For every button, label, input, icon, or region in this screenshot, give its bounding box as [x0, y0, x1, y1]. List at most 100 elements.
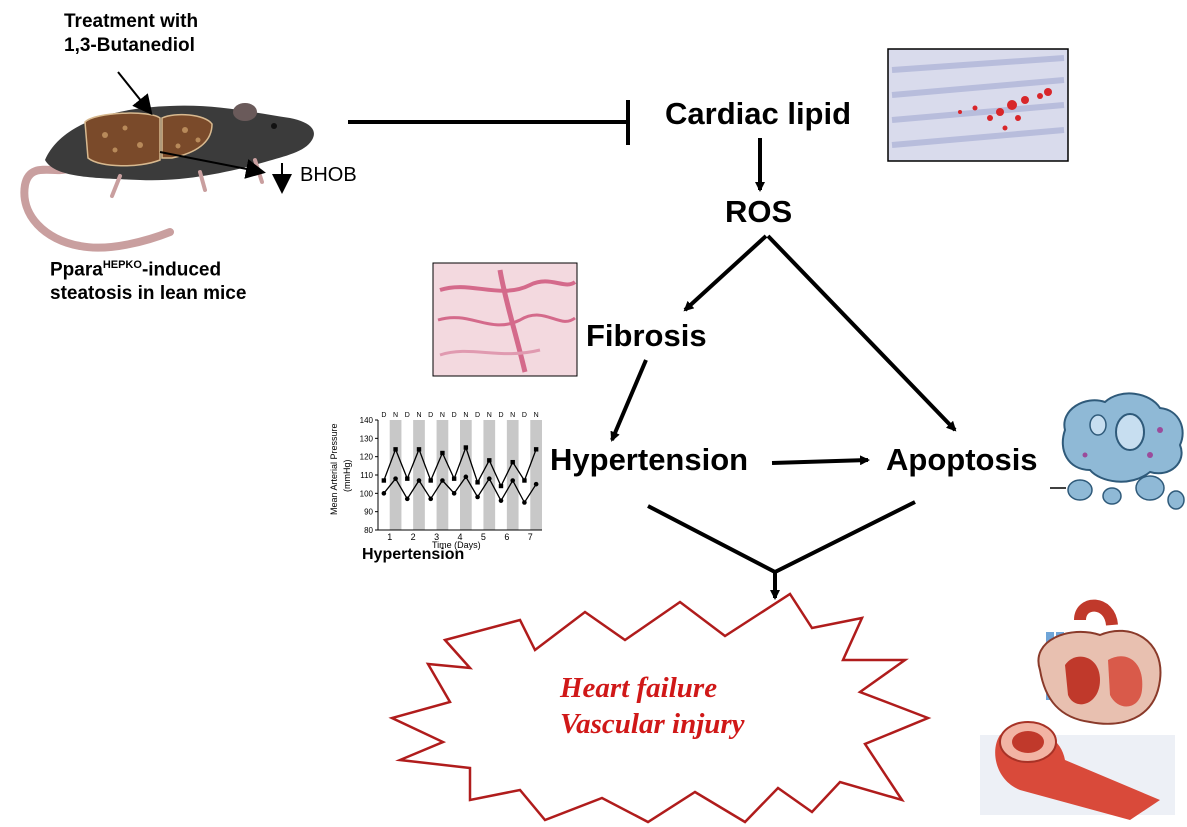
bp-point	[486, 476, 492, 481]
bp-phase-label: D	[498, 412, 503, 419]
bp-point	[463, 474, 469, 480]
bp-point	[416, 447, 422, 452]
mouse-illustration	[20, 71, 314, 252]
bp-night-band	[436, 420, 449, 530]
bp-night-band	[530, 420, 542, 530]
bp-x-tick-label: 6	[504, 532, 509, 542]
bp-chart-yunit: (mmHg)	[342, 459, 352, 493]
bp-point	[451, 491, 457, 496]
bp-phase-label: N	[440, 412, 445, 419]
bp-phase-label: D	[428, 412, 433, 419]
arrow-ros-to-apoptosis	[766, 234, 957, 432]
bp-phase-label: N	[393, 412, 398, 419]
arrow-ros-to-fibrosis	[683, 234, 768, 312]
bp-phase-label: N	[463, 412, 468, 419]
bp-night-band	[413, 420, 425, 530]
bp-point	[510, 459, 515, 465]
bp-x-tick-label: 5	[481, 532, 486, 542]
bp-y-tick-label: 120	[360, 453, 374, 462]
bp-y-tick-label: 100	[360, 489, 374, 498]
bp-phase-label: D	[405, 412, 410, 419]
bp-point	[393, 447, 398, 452]
bp-series-line	[383, 445, 537, 488]
lipid-histology-image	[887, 48, 1069, 162]
bp-y-tick-label: 90	[364, 508, 373, 517]
heart-illustration	[1037, 599, 1162, 725]
vessel-illustration	[980, 721, 1175, 820]
mouse-caption: PparaHEPKO-induced steatosis in lean mic…	[50, 253, 246, 306]
bp-point	[393, 476, 398, 481]
converging-arrow	[647, 500, 916, 600]
bp-point	[381, 478, 387, 483]
bp-point	[522, 478, 527, 483]
bp-point	[404, 496, 410, 502]
bp-y-tick-label: 140	[360, 416, 374, 425]
mouse-caption-prefix: Ppara	[50, 259, 103, 281]
bp-point	[475, 480, 480, 485]
bp-x-tick-label: 3	[434, 532, 439, 542]
bp-phase-label: N	[416, 412, 421, 419]
mouse-caption-superscript: HEPKO	[102, 259, 142, 271]
bp-point	[533, 447, 539, 452]
node-cardiac-lipid: Cardiac lipid	[665, 96, 852, 131]
mouse-caption-line1: PparaHEPKO-induced	[50, 253, 246, 282]
bp-point	[416, 478, 422, 483]
bp-point	[475, 494, 480, 500]
treatment-line1: Treatment with	[64, 11, 199, 32]
node-ros: ROS	[725, 194, 793, 229]
bp-night-band	[389, 420, 402, 530]
bp-point	[498, 498, 504, 503]
bp-point	[498, 483, 504, 489]
bp-series-line	[383, 475, 537, 504]
bp-phase-label: D	[475, 412, 480, 419]
bp-point	[428, 478, 433, 483]
bp-point	[510, 478, 516, 483]
treatment-label: Treatment with 1,3-Butanediol	[64, 10, 198, 58]
bp-point	[522, 500, 527, 505]
outcome-burst	[388, 592, 932, 824]
node-apoptosis: Apoptosis	[886, 442, 1038, 477]
outcome-text: Heart failure Vascular injury	[560, 670, 745, 742]
bp-phase-label: D	[381, 412, 386, 419]
bp-point	[405, 476, 410, 481]
bp-point	[463, 445, 469, 450]
bp-point	[440, 450, 445, 456]
bp-x-tick-label: 1	[387, 532, 392, 542]
treatment-line2: 1,3-Butanediol	[64, 35, 195, 56]
bp-night-band	[483, 420, 496, 530]
bp-y-tick-label: 110	[360, 471, 373, 480]
fibrosis-histology-image	[432, 262, 578, 377]
inhibition-arrow	[348, 100, 630, 145]
bp-y-tick-label: 130	[360, 434, 374, 443]
mouse-caption-suffix: -induced	[141, 259, 222, 281]
node-fibrosis: Fibrosis	[586, 318, 707, 353]
outcome-line2: Vascular injury	[560, 708, 745, 740]
bp-point	[487, 458, 492, 463]
outcome-line1: Heart failure	[560, 672, 718, 704]
arrow-hypertension-to-apoptosis	[771, 455, 870, 466]
bp-chart-caption: Hypertension	[362, 546, 465, 563]
bp-point	[381, 491, 387, 496]
bp-night-band	[506, 420, 519, 530]
bp-x-tick-label: 7	[528, 532, 533, 542]
bp-y-tick-label: 80	[364, 526, 373, 535]
apoptosis-cell-image	[1050, 392, 1185, 510]
bp-phase-label: D	[452, 412, 457, 419]
bp-phase-label: N	[487, 412, 492, 419]
bp-phase-label: N	[510, 412, 515, 419]
bhob-label: BHOB	[300, 164, 357, 186]
bp-chart-ylabel: Mean Arterial Pressure	[329, 423, 339, 515]
bp-point	[451, 476, 457, 481]
bp-phase-label: N	[534, 412, 539, 419]
node-hypertension: Hypertension	[550, 442, 749, 477]
bp-point	[428, 496, 434, 502]
bp-point	[533, 481, 539, 487]
arrow-fibrosis-to-hypertension	[610, 359, 648, 442]
mouse-caption-line2: steatosis in lean mice	[50, 283, 247, 305]
bp-point	[440, 478, 445, 483]
bp-x-tick-label: 4	[457, 532, 462, 542]
bp-x-tick-label: 2	[411, 532, 416, 542]
bp-chart-xlabel: Time (Days)	[432, 540, 481, 550]
